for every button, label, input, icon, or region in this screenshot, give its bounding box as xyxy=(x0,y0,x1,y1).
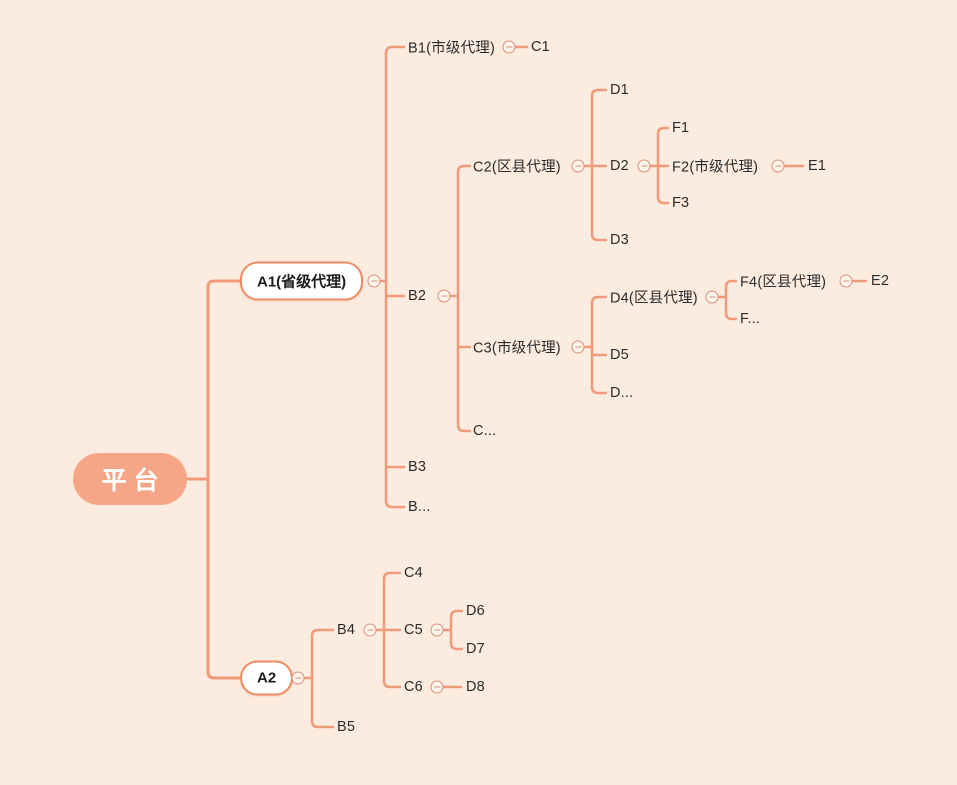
node-d1[interactable]: D1 xyxy=(610,82,629,98)
node-b1[interactable]: B1(市级代理) xyxy=(408,40,495,57)
node-f-more[interactable]: F... xyxy=(740,311,761,327)
node-d2[interactable]: D2 xyxy=(610,158,629,174)
node-root[interactable]: 平台 xyxy=(73,453,187,505)
connector-b4-children xyxy=(374,571,402,689)
node-f2[interactable]: F2(市级代理) xyxy=(672,159,759,176)
node-f1[interactable]: F1 xyxy=(672,120,690,136)
collapse-icon-b1[interactable] xyxy=(502,40,516,54)
connector-c2-children xyxy=(582,88,608,242)
node-b3[interactable]: B3 xyxy=(408,459,427,475)
node-b2[interactable]: B2 xyxy=(408,288,427,304)
node-c6[interactable]: C6 xyxy=(404,679,423,695)
collapse-icon-b4[interactable] xyxy=(363,623,377,637)
connector-c3-children xyxy=(582,295,608,395)
collapse-icon-f2[interactable] xyxy=(771,159,785,173)
node-d8[interactable]: D8 xyxy=(466,679,485,695)
node-d3[interactable]: D3 xyxy=(610,232,629,248)
collapse-icon-b2[interactable] xyxy=(437,289,451,303)
collapse-icon-f4[interactable] xyxy=(839,274,853,288)
collapse-icon-d4[interactable] xyxy=(705,290,719,304)
node-f4[interactable]: F4(区县代理) xyxy=(740,274,827,291)
node-d5[interactable]: D5 xyxy=(610,347,629,363)
node-c3[interactable]: C3(市级代理) xyxy=(473,340,561,357)
node-e1[interactable]: E1 xyxy=(808,158,827,174)
node-a1[interactable]: A1(省级代理) xyxy=(240,261,364,301)
node-d-more[interactable]: D... xyxy=(610,385,634,401)
node-d7[interactable]: D7 xyxy=(466,641,485,657)
node-e2[interactable]: E2 xyxy=(871,273,890,289)
node-d4[interactable]: D4(区县代理) xyxy=(610,290,698,307)
connector-root xyxy=(185,279,242,680)
node-b-more[interactable]: B... xyxy=(408,499,431,515)
collapse-icon-a1[interactable] xyxy=(367,274,381,288)
node-b5[interactable]: B5 xyxy=(337,719,356,735)
node-c-more[interactable]: C... xyxy=(473,423,497,439)
collapse-icon-c2[interactable] xyxy=(571,159,585,173)
node-c2[interactable]: C2(区县代理) xyxy=(473,159,561,176)
collapse-icon-d2[interactable] xyxy=(637,159,651,173)
connector-c5-children xyxy=(441,609,464,651)
connector-b2-children xyxy=(448,164,472,433)
node-f3[interactable]: F3 xyxy=(672,195,690,211)
collapse-icon-a2[interactable] xyxy=(291,671,305,685)
connector-d2-children xyxy=(648,126,670,205)
node-a2[interactable]: A2 xyxy=(240,660,294,696)
collapse-icon-c6[interactable] xyxy=(430,680,444,694)
node-b4[interactable]: B4 xyxy=(337,622,356,638)
node-c4[interactable]: C4 xyxy=(404,565,423,581)
connector-a1-children xyxy=(378,45,406,509)
collapse-icon-c3[interactable] xyxy=(571,340,585,354)
connector-d4-children xyxy=(716,279,738,321)
connector-a2-children xyxy=(302,628,335,729)
node-d6[interactable]: D6 xyxy=(466,603,485,619)
node-c5[interactable]: C5 xyxy=(404,622,423,638)
collapse-icon-c5[interactable] xyxy=(430,623,444,637)
node-c1[interactable]: C1 xyxy=(531,39,550,55)
